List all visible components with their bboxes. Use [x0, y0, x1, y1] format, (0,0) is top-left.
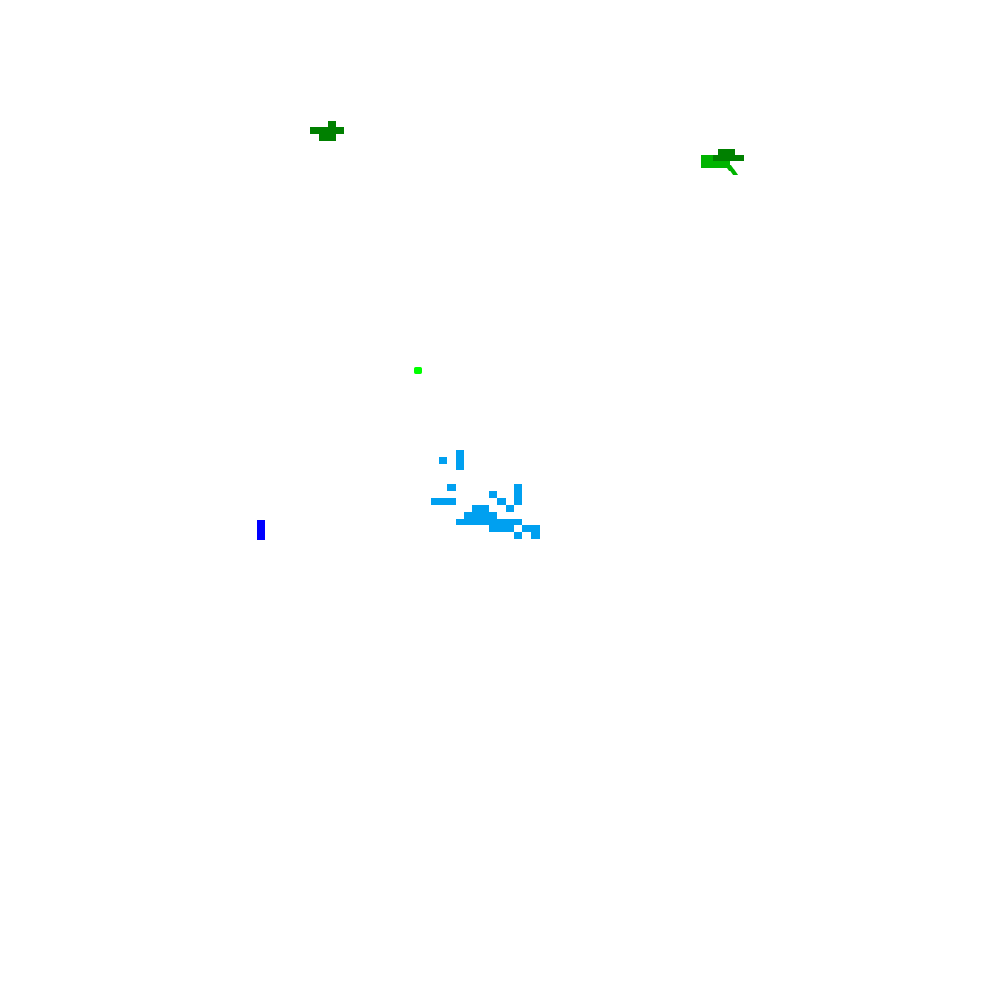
blue-pixel-bar [257, 520, 265, 540]
bright-green-pixel-dot [414, 367, 422, 374]
cyan-pixel-cluster [431, 450, 540, 539]
dark-green-pixel-sprite-left [310, 121, 344, 141]
green-pixel-sprite-right [701, 149, 744, 176]
